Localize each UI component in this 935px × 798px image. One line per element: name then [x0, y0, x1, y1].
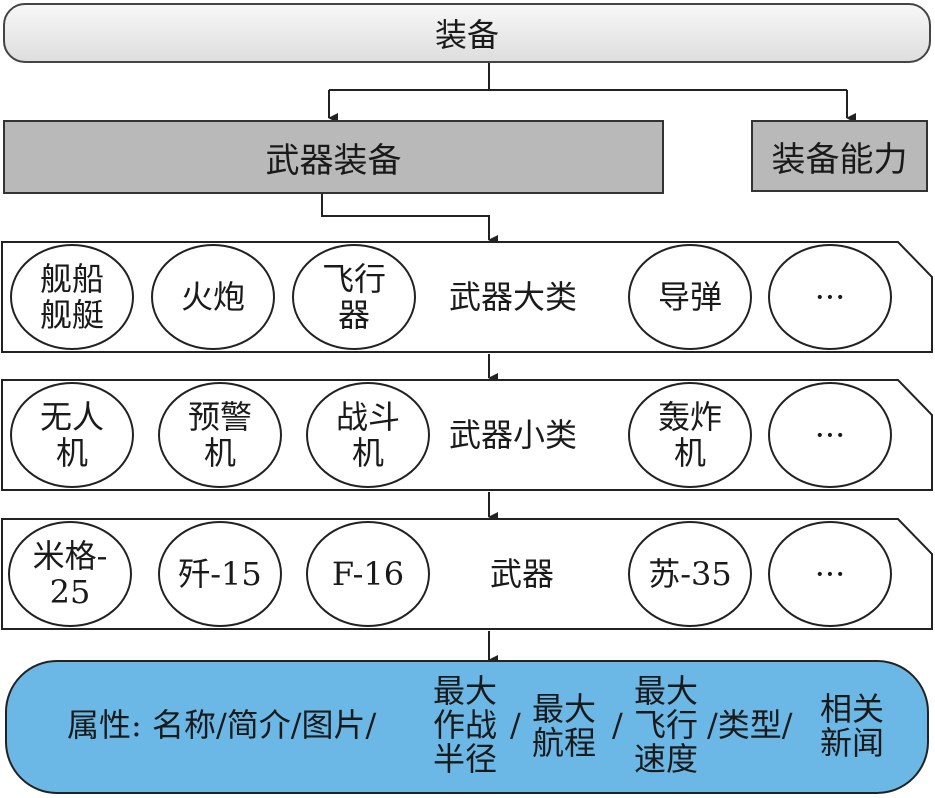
attribute-list-prefix: 属性: 名称/简介/图片/ — [67, 706, 377, 744]
weapon-row: 米格-25 歼-15 F-16 武器 苏-35 ··· — [0, 517, 935, 637]
more-ellipse: ··· — [768, 382, 892, 488]
weapon-major-category-row: 舰船舰艇 火炮 飞行器 武器大类 导弹 ··· — [0, 240, 935, 360]
weapon-minor-category-row: 无人机 预警机 战斗机 武器小类 轰炸机 ··· — [0, 378, 935, 498]
equipment-root-node: 装备 — [3, 3, 931, 63]
subcategory-ellipse: 预警机 — [158, 382, 282, 488]
attribute-max-speed: 最大 飞行 速度 — [633, 672, 698, 778]
category-ellipse: 导弹 — [628, 244, 752, 350]
weapon-ellipse: F-16 — [306, 521, 430, 627]
weapon-ellipse: 米格-25 — [8, 521, 132, 627]
category-ellipse: 舰船舰艇 — [10, 244, 134, 350]
arrow-weapons-to-major — [321, 194, 498, 245]
equipment-root-label: 装备 — [434, 16, 499, 54]
more-ellipse: ··· — [768, 244, 892, 350]
row-label: 武器 — [490, 555, 555, 593]
weapon-ellipse: 苏-35 — [628, 521, 752, 627]
attributes-node: 属性: 名称/简介/图片/ 最大 作战 半径 / 最大 航程 / 最大 飞行 速… — [5, 660, 929, 794]
weapon-equipment-label: 武器装备 — [265, 140, 402, 181]
subcategory-ellipse: 无人机 — [10, 382, 134, 488]
attribute-type: /类型/ — [707, 706, 793, 744]
equipment-capability-label: 装备能力 — [771, 139, 908, 180]
category-ellipse: 飞行器 — [292, 244, 416, 350]
more-ellipse: ··· — [768, 521, 892, 627]
connector-top-to-level1 — [329, 63, 847, 91]
subcategory-ellipse: 战斗机 — [306, 382, 430, 488]
attribute-separator: / — [612, 706, 623, 744]
weapon-ellipse: 歼-15 — [158, 521, 282, 627]
row-label: 武器大类 — [449, 278, 578, 316]
subcategory-ellipse: 轰炸机 — [628, 382, 752, 488]
weapon-equipment-node: 武器装备 — [3, 120, 664, 194]
row-label: 武器小类 — [449, 416, 578, 454]
attribute-separator: / — [510, 706, 521, 744]
attribute-combat-radius: 最大 作战 半径 — [432, 672, 497, 778]
equipment-capability-node: 装备能力 — [751, 120, 928, 192]
category-ellipse: 火炮 — [151, 244, 275, 350]
attribute-related-news: 相关 新闻 — [819, 690, 884, 762]
attribute-max-range: 最大 航程 — [531, 690, 596, 762]
